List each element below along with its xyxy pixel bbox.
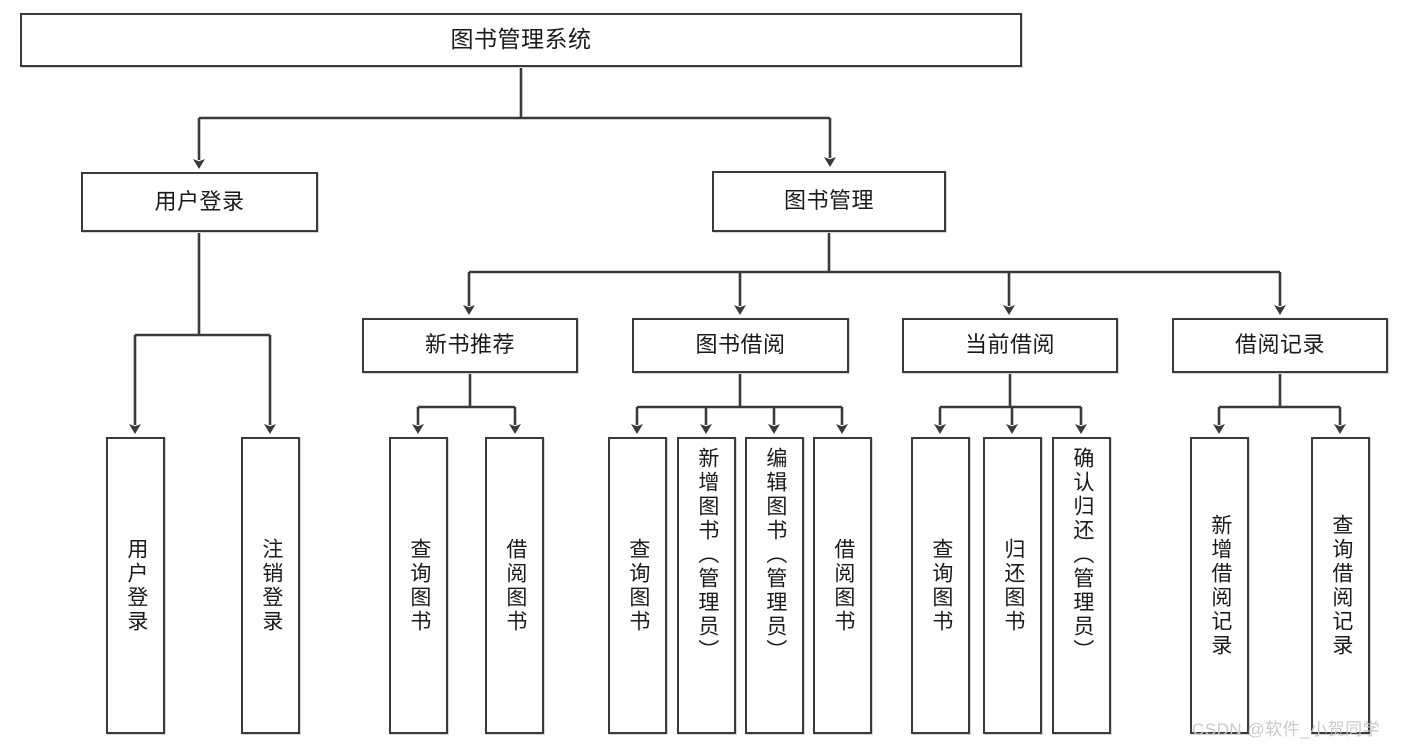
node-label: 查询图书 [929, 537, 953, 634]
csdn-watermark: CSDN @软件_小贺同学 [1192, 720, 1381, 739]
node-leaf-add-borrow-record[interactable]: 新增借阅记录 [1190, 437, 1249, 734]
node-label: 图书管理 [783, 188, 874, 214]
node-label: 借阅记录 [1234, 332, 1325, 358]
node-label: 编辑图书（管理员） [763, 447, 787, 663]
node-label: 新书推荐 [424, 332, 515, 358]
node-label: 图书借阅 [695, 332, 786, 358]
node-label: 用户登录 [154, 188, 245, 214]
node-leaf-edit-book[interactable]: 编辑图书（管理员） [745, 437, 804, 734]
node-label: 查询借阅记录 [1329, 513, 1353, 658]
node-leaf-add-book[interactable]: 新增图书（管理员） [677, 437, 736, 734]
node-label: 用户登录 [124, 537, 148, 634]
node-leaf-borrow-book-recommend[interactable]: 借阅图书 [485, 437, 544, 734]
node-label: 查询图书 [626, 537, 650, 634]
node-label: 归还图书 [1001, 537, 1025, 634]
node-label: 借阅图书 [503, 537, 527, 634]
node-label: 图书管理系统 [450, 26, 592, 53]
node-leaf-query-book-current[interactable]: 查询图书 [911, 437, 970, 734]
node-borrow-record[interactable]: 借阅记录 [1172, 318, 1388, 373]
node-root-system[interactable]: 图书管理系统 [20, 13, 1022, 67]
node-label: 确认归还（管理员） [1070, 447, 1094, 663]
node-label: 注销登录 [259, 537, 283, 634]
node-label: 借阅图书 [831, 537, 855, 634]
node-leaf-user-logout[interactable]: 注销登录 [241, 437, 300, 734]
node-label: 查询图书 [407, 537, 431, 634]
node-book-borrow[interactable]: 图书借阅 [632, 318, 849, 373]
node-leaf-query-book-borrow[interactable]: 查询图书 [608, 437, 667, 734]
node-current-borrow[interactable]: 当前借阅 [902, 318, 1118, 373]
node-new-book-recommend[interactable]: 新书推荐 [362, 318, 578, 373]
node-leaf-confirm-return[interactable]: 确认归还（管理员） [1052, 437, 1111, 734]
node-leaf-borrow-book[interactable]: 借阅图书 [813, 437, 872, 734]
node-book-manage[interactable]: 图书管理 [712, 171, 946, 232]
node-leaf-return-book[interactable]: 归还图书 [983, 437, 1042, 734]
node-leaf-query-borrow-record[interactable]: 查询借阅记录 [1311, 437, 1370, 734]
node-label: 新增借阅记录 [1208, 513, 1232, 658]
node-user-login[interactable]: 用户登录 [81, 172, 318, 232]
node-leaf-user-login[interactable]: 用户登录 [106, 437, 165, 734]
node-label: 当前借阅 [964, 332, 1055, 358]
node-label: 新增图书（管理员） [695, 447, 719, 663]
node-leaf-query-book-recommend[interactable]: 查询图书 [389, 437, 448, 734]
